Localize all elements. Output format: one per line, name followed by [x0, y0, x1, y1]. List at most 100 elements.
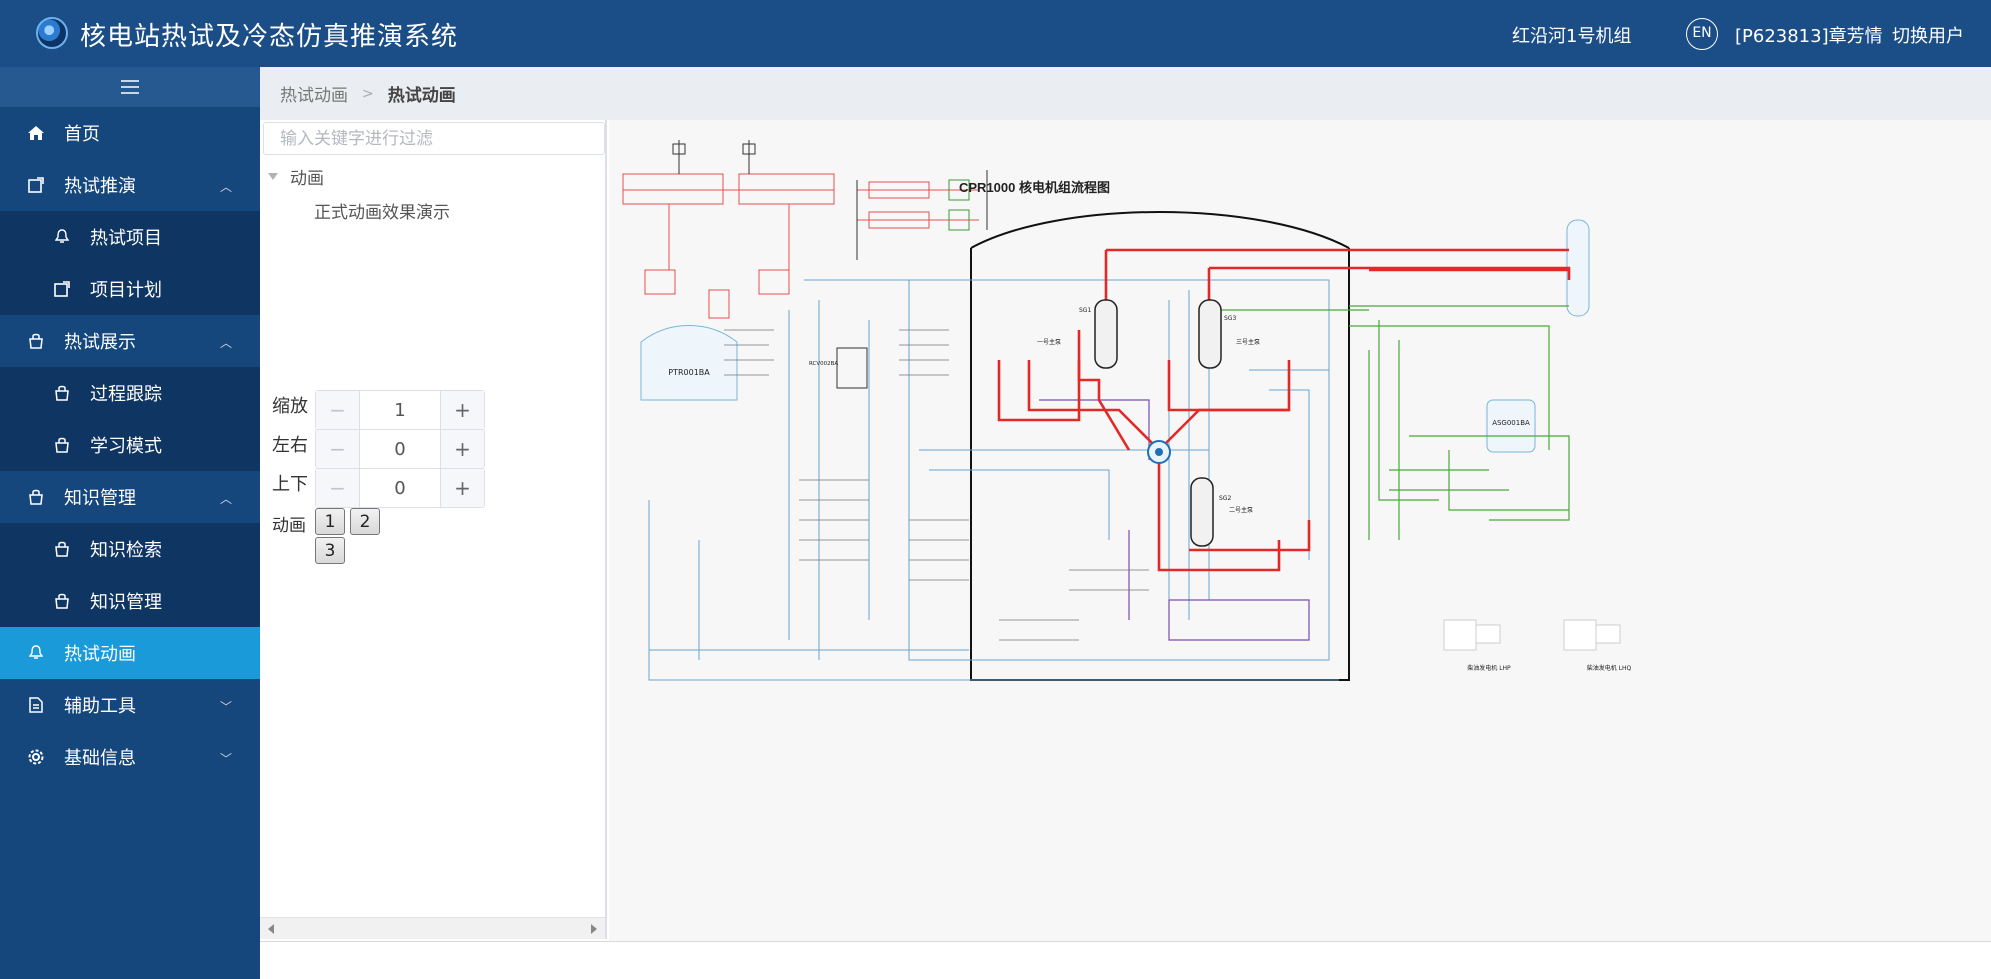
- footer-strip: [260, 941, 1991, 979]
- bag-icon: [26, 487, 46, 507]
- caret-down-icon: [268, 173, 278, 180]
- sidebar: 首页 热试推演 ︿ 热试项目 项目计划 热试展示 ︿ 过程跟踪: [0, 67, 260, 979]
- animation-button-3[interactable]: 3: [315, 537, 345, 564]
- containment-dome: [970, 211, 1350, 249]
- filter-input[interactable]: [263, 122, 605, 155]
- steam-generator-1: SG1: [1079, 299, 1118, 369]
- chevron-right-icon: >: [362, 85, 374, 102]
- horizontal-value[interactable]: 0: [394, 438, 406, 460]
- chevron-up-icon: ︿: [219, 336, 232, 350]
- settings-icon: [26, 747, 46, 767]
- zoom-decrease-button[interactable]: −: [316, 391, 360, 429]
- bag-icon: [52, 435, 72, 455]
- vertical-stepper: − 0 +: [315, 468, 485, 508]
- sidebar-item-basic-info[interactable]: 基础信息 ﹀: [0, 731, 260, 783]
- vertical-increase-button[interactable]: +: [440, 469, 484, 507]
- zoom-label: 缩放: [272, 396, 308, 417]
- flow-diagram-canvas[interactable]: CPR1000 核电机组流程图 PTR001BA ASG001BA: [609, 120, 1991, 941]
- animation-label: 动画: [272, 516, 306, 536]
- sg3-label: SG3: [1224, 315, 1236, 322]
- language-toggle[interactable]: EN: [1686, 18, 1718, 50]
- animation-button-2[interactable]: 2: [350, 508, 380, 535]
- diesel-generator-lhp-label: 柴油发电机 LHP: [1467, 664, 1511, 672]
- deaerator-tank: [1566, 219, 1590, 317]
- sidebar-item-label: 知识检索: [90, 540, 162, 561]
- sidebar-item-label: 知识管理: [90, 592, 162, 613]
- sidebar-item-process-tracking[interactable]: 过程跟踪: [0, 367, 260, 419]
- sidebar-item-label: 知识管理: [64, 488, 136, 509]
- tree-node-animation[interactable]: 动画: [268, 164, 324, 189]
- breadcrumb-link[interactable]: 热试动画: [280, 86, 348, 106]
- sidebar-item-hot-test-project[interactable]: 热试项目: [0, 211, 260, 263]
- horizontal-decrease-button[interactable]: −: [316, 430, 360, 468]
- reactor-core: [1147, 440, 1171, 464]
- horizontal-increase-button[interactable]: +: [440, 430, 484, 468]
- chevron-up-icon: ︿: [219, 180, 232, 194]
- sidebar-item-hot-test-deduction[interactable]: 热试推演 ︿: [0, 159, 260, 211]
- vertical-value[interactable]: 0: [394, 477, 406, 499]
- sidebar-item-project-plan[interactable]: 项目计划: [0, 263, 260, 315]
- tree-node-demo[interactable]: 正式动画效果演示: [314, 203, 450, 223]
- bag-icon: [52, 539, 72, 559]
- diesel-generator-lhq-label: 柴油发电机 LHQ: [1587, 664, 1632, 672]
- sidebar-item-label: 热试项目: [90, 228, 162, 249]
- sidebar-item-label: 热试推演: [64, 176, 136, 197]
- home-icon: [26, 123, 46, 143]
- zoom-increase-button[interactable]: +: [440, 391, 484, 429]
- green-piping: [1209, 305, 1570, 540]
- component-clusters: [724, 329, 1149, 641]
- bag-icon: [52, 591, 72, 611]
- sidebar-item-hot-test-animation[interactable]: 热试动画: [0, 627, 260, 679]
- bag-icon: [52, 383, 72, 403]
- rcv-tank-label: RCV002BA: [809, 361, 838, 367]
- sidebar-item-label: 基础信息: [64, 748, 136, 769]
- switch-user-link[interactable]: 切换用户: [1892, 26, 1964, 47]
- bell-icon: [52, 227, 72, 247]
- ptr-tank: PTR001BA: [640, 325, 738, 401]
- menu-icon: [121, 80, 139, 94]
- aux-circuit-middle: [856, 170, 988, 260]
- sidebar-item-hot-test-display[interactable]: 热试展示 ︿: [0, 315, 260, 367]
- chevron-up-icon: ︿: [219, 492, 232, 506]
- logo-icon: [36, 17, 68, 49]
- animation-button-1[interactable]: 1: [315, 508, 345, 535]
- document-icon: [26, 695, 46, 715]
- pump2-label: 二号主泵: [1229, 506, 1253, 514]
- sidebar-item-knowledge-search[interactable]: 知识检索: [0, 523, 260, 575]
- pump3-label: 三号主泵: [1236, 338, 1260, 346]
- sidebar-item-label: 首页: [64, 124, 100, 145]
- rcv-tank: RCV002BA: [809, 347, 868, 389]
- diesel-generator-lhp: 柴油发电机 LHP: [1443, 619, 1511, 672]
- steam-generator-3: SG3: [1198, 299, 1236, 369]
- scroll-left-icon[interactable]: [268, 924, 274, 934]
- pump1-label: 一号主泵: [1037, 338, 1061, 346]
- animation-panel: 动画 正式动画效果演示 缩放 − 1 + 左右 − 0 + 上下 − 0 + 动…: [260, 120, 607, 939]
- bell-icon: [26, 643, 46, 663]
- sidebar-item-label: 辅助工具: [64, 696, 136, 717]
- sidebar-item-home[interactable]: 首页: [0, 107, 260, 159]
- tree-node-label: 动画: [290, 169, 324, 189]
- export-icon: [52, 279, 72, 299]
- diagram-title: CPR1000 核电机组流程图: [959, 180, 1110, 195]
- sg1-label: SG1: [1079, 307, 1091, 314]
- unit-selector[interactable]: 红沿河1号机组: [1512, 26, 1632, 47]
- vertical-label: 上下: [272, 474, 308, 495]
- horizontal-label: 左右: [272, 435, 308, 456]
- export-icon: [26, 175, 46, 195]
- sidebar-item-learning-mode[interactable]: 学习模式: [0, 419, 260, 471]
- ptr-tank-label: PTR001BA: [668, 368, 710, 377]
- sidebar-item-knowledge-admin[interactable]: 知识管理: [0, 575, 260, 627]
- sidebar-collapse-button[interactable]: [0, 67, 260, 107]
- sidebar-item-aux-tools[interactable]: 辅助工具 ﹀: [0, 679, 260, 731]
- asg-tank: ASG001BA: [1486, 399, 1536, 453]
- steam-generator-2: SG2: [1190, 477, 1231, 547]
- app-title: 核电站热试及冷态仿真推演系统: [80, 22, 459, 52]
- horizontal-scrollbar[interactable]: [260, 917, 605, 939]
- aux-circuit-left: [622, 140, 835, 319]
- bag-icon: [26, 331, 46, 351]
- vertical-decrease-button[interactable]: −: [316, 469, 360, 507]
- asg-tank-label: ASG001BA: [1492, 419, 1530, 427]
- scroll-right-icon[interactable]: [591, 924, 597, 934]
- sidebar-item-knowledge-management[interactable]: 知识管理 ︿: [0, 471, 260, 523]
- zoom-value[interactable]: 1: [394, 399, 406, 421]
